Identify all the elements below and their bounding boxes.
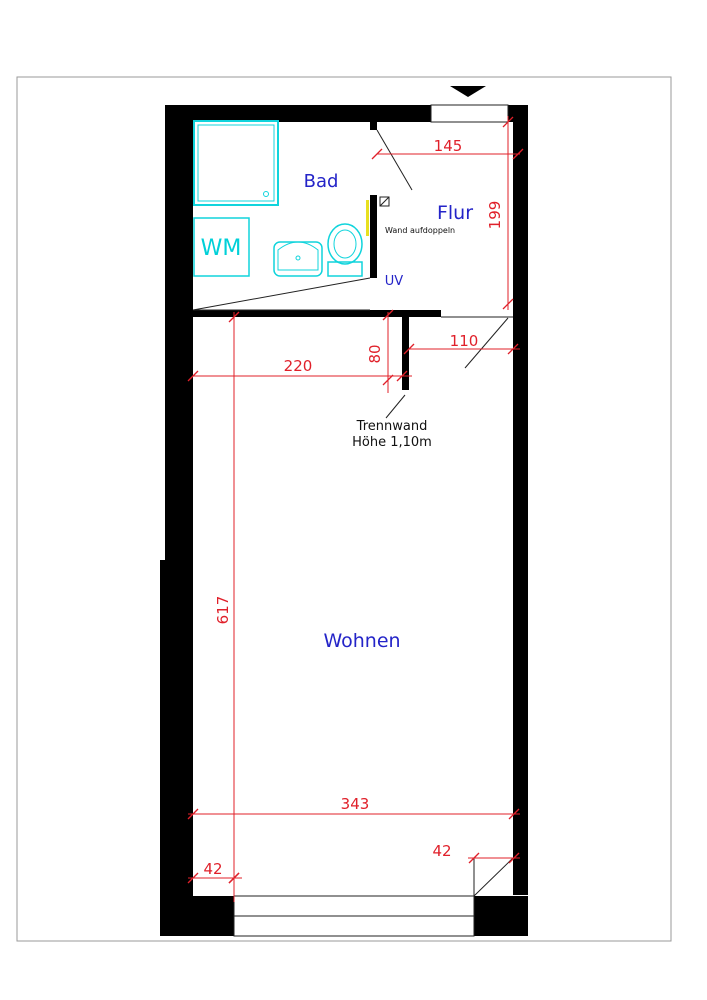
left-wall-upper bbox=[165, 105, 193, 560]
dim-flur-depth: 199 bbox=[486, 201, 504, 230]
washing-machine: WM bbox=[193, 217, 250, 277]
sheet-frame bbox=[16, 76, 672, 942]
shower-tray bbox=[193, 120, 279, 206]
dim-trennwand: 80 bbox=[366, 344, 384, 363]
bad-floor-line bbox=[192, 277, 371, 311]
uv-label: UV bbox=[385, 274, 404, 289]
entrance-arrow-icon bbox=[450, 86, 486, 97]
room-label-flur: Flur bbox=[437, 202, 473, 224]
dim-wohnen-length: 617 bbox=[214, 596, 232, 625]
window-sill bbox=[233, 895, 475, 917]
wm-label: WM bbox=[201, 236, 242, 261]
room-label-bad: Bad bbox=[304, 171, 339, 192]
entrance-door-opening bbox=[430, 104, 509, 123]
trennwand bbox=[402, 317, 409, 390]
trennwand-leader bbox=[385, 394, 406, 419]
dim-pier-right: 42 bbox=[432, 842, 451, 860]
bad-separating-wall bbox=[193, 310, 441, 317]
bad-flur-wall bbox=[370, 195, 377, 278]
left-wall-lower bbox=[160, 560, 193, 936]
toilet bbox=[327, 223, 363, 277]
dim-flur-width: 145 bbox=[434, 137, 463, 155]
bad-door-swing bbox=[376, 129, 413, 191]
note-wand-aufdoppeln: Wand aufdoppeln bbox=[385, 226, 455, 235]
dim-wohnen-width: 343 bbox=[341, 795, 370, 813]
note-trennwand-height: Höhe 1,10m bbox=[352, 435, 432, 450]
washbasin bbox=[273, 241, 323, 277]
note-trennwand: Trennwand bbox=[356, 419, 428, 434]
dimension-lines bbox=[187, 116, 524, 902]
wall-highlight bbox=[366, 200, 369, 236]
room-label-wohnen: Wohnen bbox=[323, 630, 400, 652]
bottom-wall-right bbox=[474, 896, 528, 936]
walls bbox=[160, 105, 528, 936]
dim-pier-left: 42 bbox=[203, 860, 222, 878]
flur-door-swing bbox=[464, 317, 509, 369]
dim-opening-right: 110 bbox=[450, 332, 479, 350]
window-frame bbox=[233, 915, 475, 937]
dim-bad-width: 220 bbox=[284, 357, 313, 375]
right-wall bbox=[513, 105, 528, 895]
bad-flur-wall-stub bbox=[370, 118, 377, 130]
bottom-wall-left bbox=[160, 896, 234, 936]
top-wall bbox=[165, 105, 431, 122]
